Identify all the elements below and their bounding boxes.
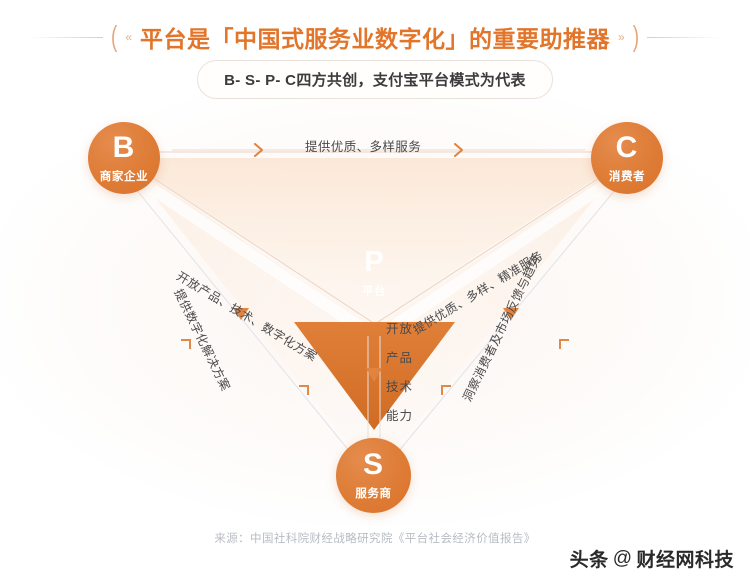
lower-right-wing-shape xyxy=(374,158,627,476)
funnel-edge-highlight-left xyxy=(122,166,372,340)
bspc-diagram: B 商家企业 C 消费者 P 平台 S 服务商 提供优质、多样服务 开放产品、技… xyxy=(0,100,750,540)
title-rule-right xyxy=(647,36,722,38)
edge-label-p-to-s-stack: 开放 产品 技术 能力 xyxy=(386,318,413,424)
edge-p-to-s-arrowhead xyxy=(366,368,382,382)
p-to-s-word: 能力 xyxy=(386,409,414,423)
page-subtitle: B- S- P- C四方共创，支付宝平台模式为代表 xyxy=(197,60,553,99)
node-c-label: 消费者 xyxy=(608,170,646,183)
edge-b-to-p-arrowhead xyxy=(233,308,249,320)
diagram-vector-layer xyxy=(121,142,631,476)
page-title: 平台是「中国式服务业数字化」的重要助推器 xyxy=(140,26,610,52)
watermark-brand: 头条 xyxy=(569,550,609,571)
title-chevron-right-icon: » xyxy=(618,30,625,44)
title-row: ( « 平台是「中国式服务业数字化」的重要助推器 » ) xyxy=(0,20,750,54)
node-b-label: 商家企业 xyxy=(99,170,149,183)
node-b-letter: B xyxy=(112,130,136,164)
p-to-s-word: 产品 xyxy=(386,351,414,365)
node-s-service-provider[interactable]: S 服务商 xyxy=(336,438,411,513)
title-paren-left-icon: ( xyxy=(110,21,118,53)
title-paren-right-icon: ) xyxy=(632,21,640,53)
triangle-outlines xyxy=(128,151,623,323)
node-s-label: 服务商 xyxy=(355,488,392,500)
corner-bracket-marks xyxy=(181,339,569,395)
edge-p-to-c-arrowhead xyxy=(503,308,519,320)
watermark-at-icon: @ xyxy=(612,547,633,569)
watermark-account: 财经网科技 xyxy=(636,550,734,571)
node-s-letter: S xyxy=(362,448,384,481)
node-b-merchant[interactable]: B 商家企业 xyxy=(88,122,160,194)
p-to-s-word: 技术 xyxy=(386,380,414,394)
funnel-edge-highlight-right xyxy=(380,166,629,340)
upper-triangle-shape xyxy=(124,158,627,322)
subtitle-wrap: B- S- P- C四方共创，支付宝平台模式为代表 xyxy=(0,60,750,99)
source-note: 来源：中国社科院财经战略研究院《平台社会经济价值报告》 xyxy=(214,533,536,545)
header: ( « 平台是「中国式服务业数字化」的重要助推器 » ) B- S- P- C四… xyxy=(0,0,750,108)
edge-b-to-c-arrowheads xyxy=(253,142,464,158)
title-rule-left xyxy=(28,36,103,38)
node-c-letter: C xyxy=(615,130,639,164)
watermark: 头条 @ 财经网科技 xyxy=(570,545,734,572)
node-c-consumer[interactable]: C 消费者 xyxy=(591,122,663,194)
edge-label-b-to-c: 提供优质、多样服务 xyxy=(305,140,422,154)
title-chevron-left-icon: « xyxy=(125,30,132,44)
lower-left-wing-shape xyxy=(124,158,374,476)
p-to-s-word: 开放 xyxy=(386,322,414,336)
